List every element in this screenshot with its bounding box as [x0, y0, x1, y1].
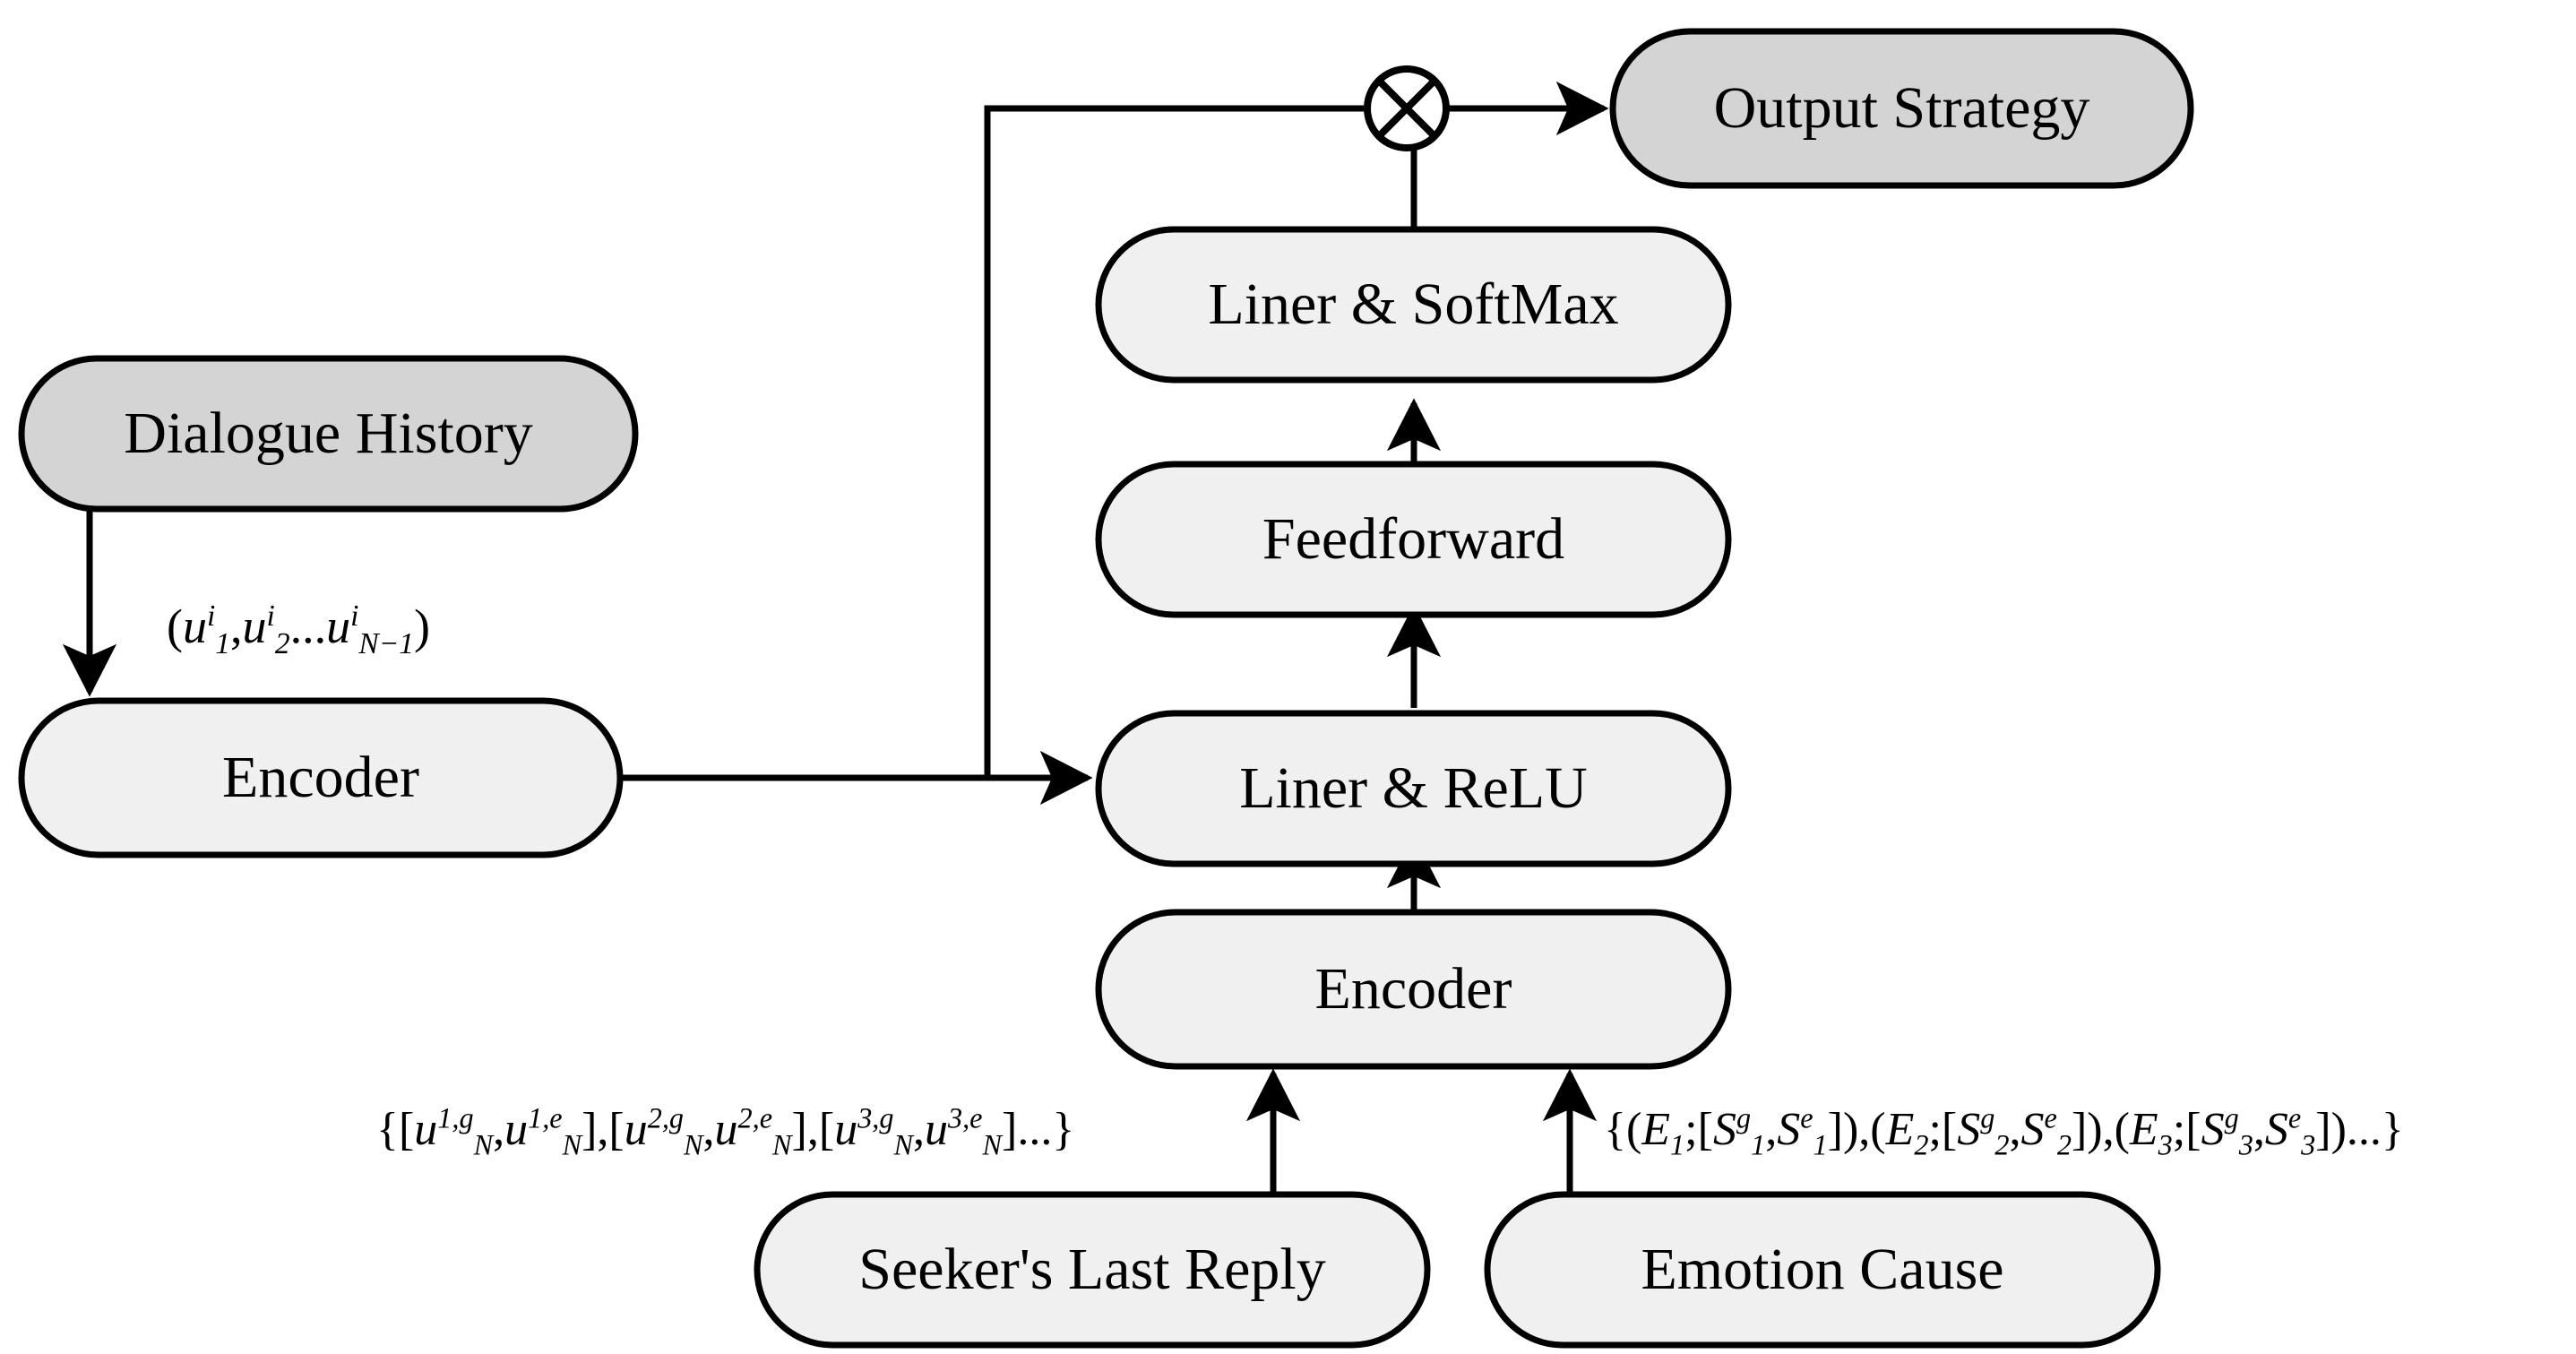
edge-encoder-branch-to-multiply [984, 105, 1364, 778]
node-encoder-center[interactable] [1095, 909, 1732, 1070]
node-seekers-last-reply[interactable] [754, 1191, 1431, 1349]
node-encoder-left[interactable] [18, 697, 624, 858]
node-output-strategy[interactable] [1609, 28, 2194, 189]
node-emotion-cause[interactable] [1484, 1191, 2161, 1349]
multiply-operator-icon[interactable] [1364, 65, 1450, 151]
node-dialogue-history[interactable] [18, 355, 639, 513]
edge-label-emotion-cause-to-encoder: {(E1;[Sg1,Se1]),(E2;[Sg2,Se2]),(E3;[Sg3,… [1604, 1101, 2404, 1161]
edge-label-dialogue-history-to-encoder: (ui1,ui2...uiN−1) [167, 599, 431, 660]
edge-label-seekers-last-reply-to-encoder: {[u1,gN,u1,eN],[u2,gN,u2,eN],[u3,gN,u3,e… [376, 1101, 1075, 1161]
node-liner-relu[interactable] [1095, 710, 1732, 867]
node-liner-softmax[interactable] [1095, 226, 1732, 384]
node-feedforward[interactable] [1095, 461, 1732, 618]
